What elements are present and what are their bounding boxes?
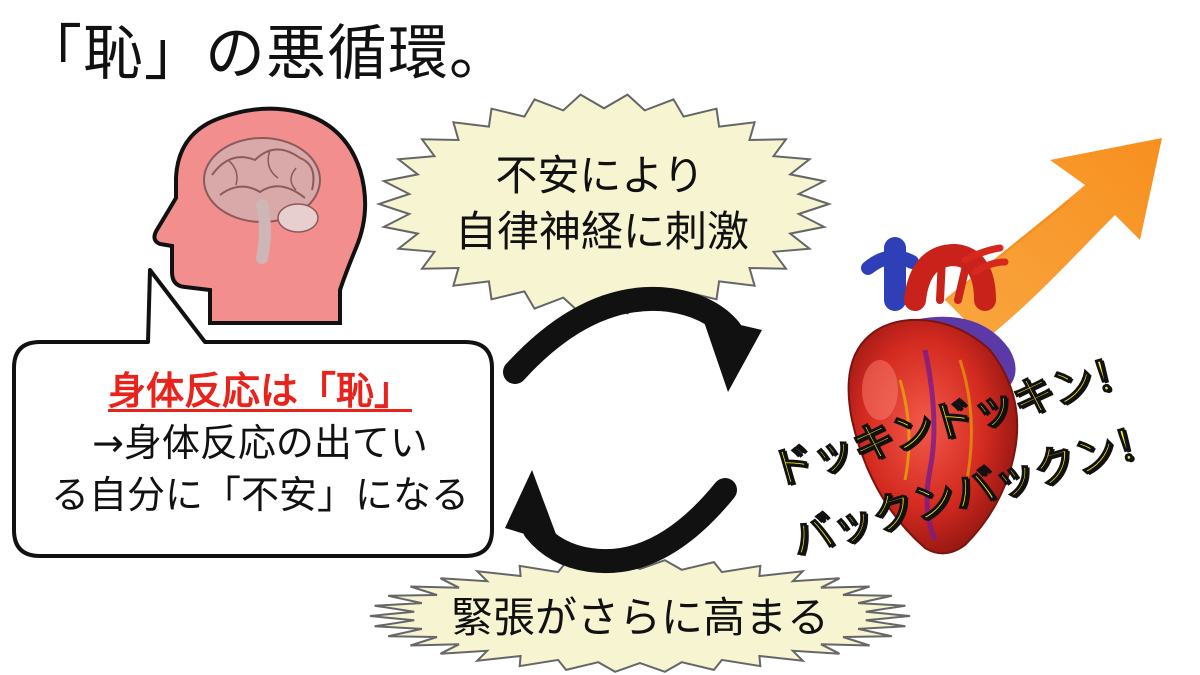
burst-bottom-text: 緊張がさらに高まる <box>430 590 850 646</box>
burst-bottom-line1: 緊張がさらに高まる <box>450 593 829 642</box>
burst-shape-bottom <box>369 559 911 673</box>
heart-icon <box>847 237 1019 555</box>
slide-title: 「恥」の悪循環。 <box>22 19 510 89</box>
speech-bubble-line2: る自分に「不安」になる <box>50 473 469 517</box>
burst-top-text: 不安により 自律神経に刺激 <box>455 148 750 260</box>
cycle-arrow-icon <box>503 287 762 392</box>
speech-bubble-heading: 身体反応は「恥」 <box>107 369 412 413</box>
speech-bubble-shape <box>12 268 494 558</box>
rising-arrow-icon <box>944 138 1162 340</box>
brain-icon <box>203 137 321 264</box>
speech-bubble-text: 身体反応は「恥」 →身体反応の出てい る自分に「不安」になる <box>30 365 490 521</box>
burst-top-line1: 不安により <box>495 151 705 200</box>
burst-shape-top <box>375 93 833 315</box>
head-silhouette-icon <box>152 106 368 325</box>
speech-bubble-line1: →身体反応の出てい <box>92 421 428 465</box>
burst-top-line2: 自律神経に刺激 <box>455 207 750 256</box>
cycle-arrow-icon <box>505 470 737 574</box>
